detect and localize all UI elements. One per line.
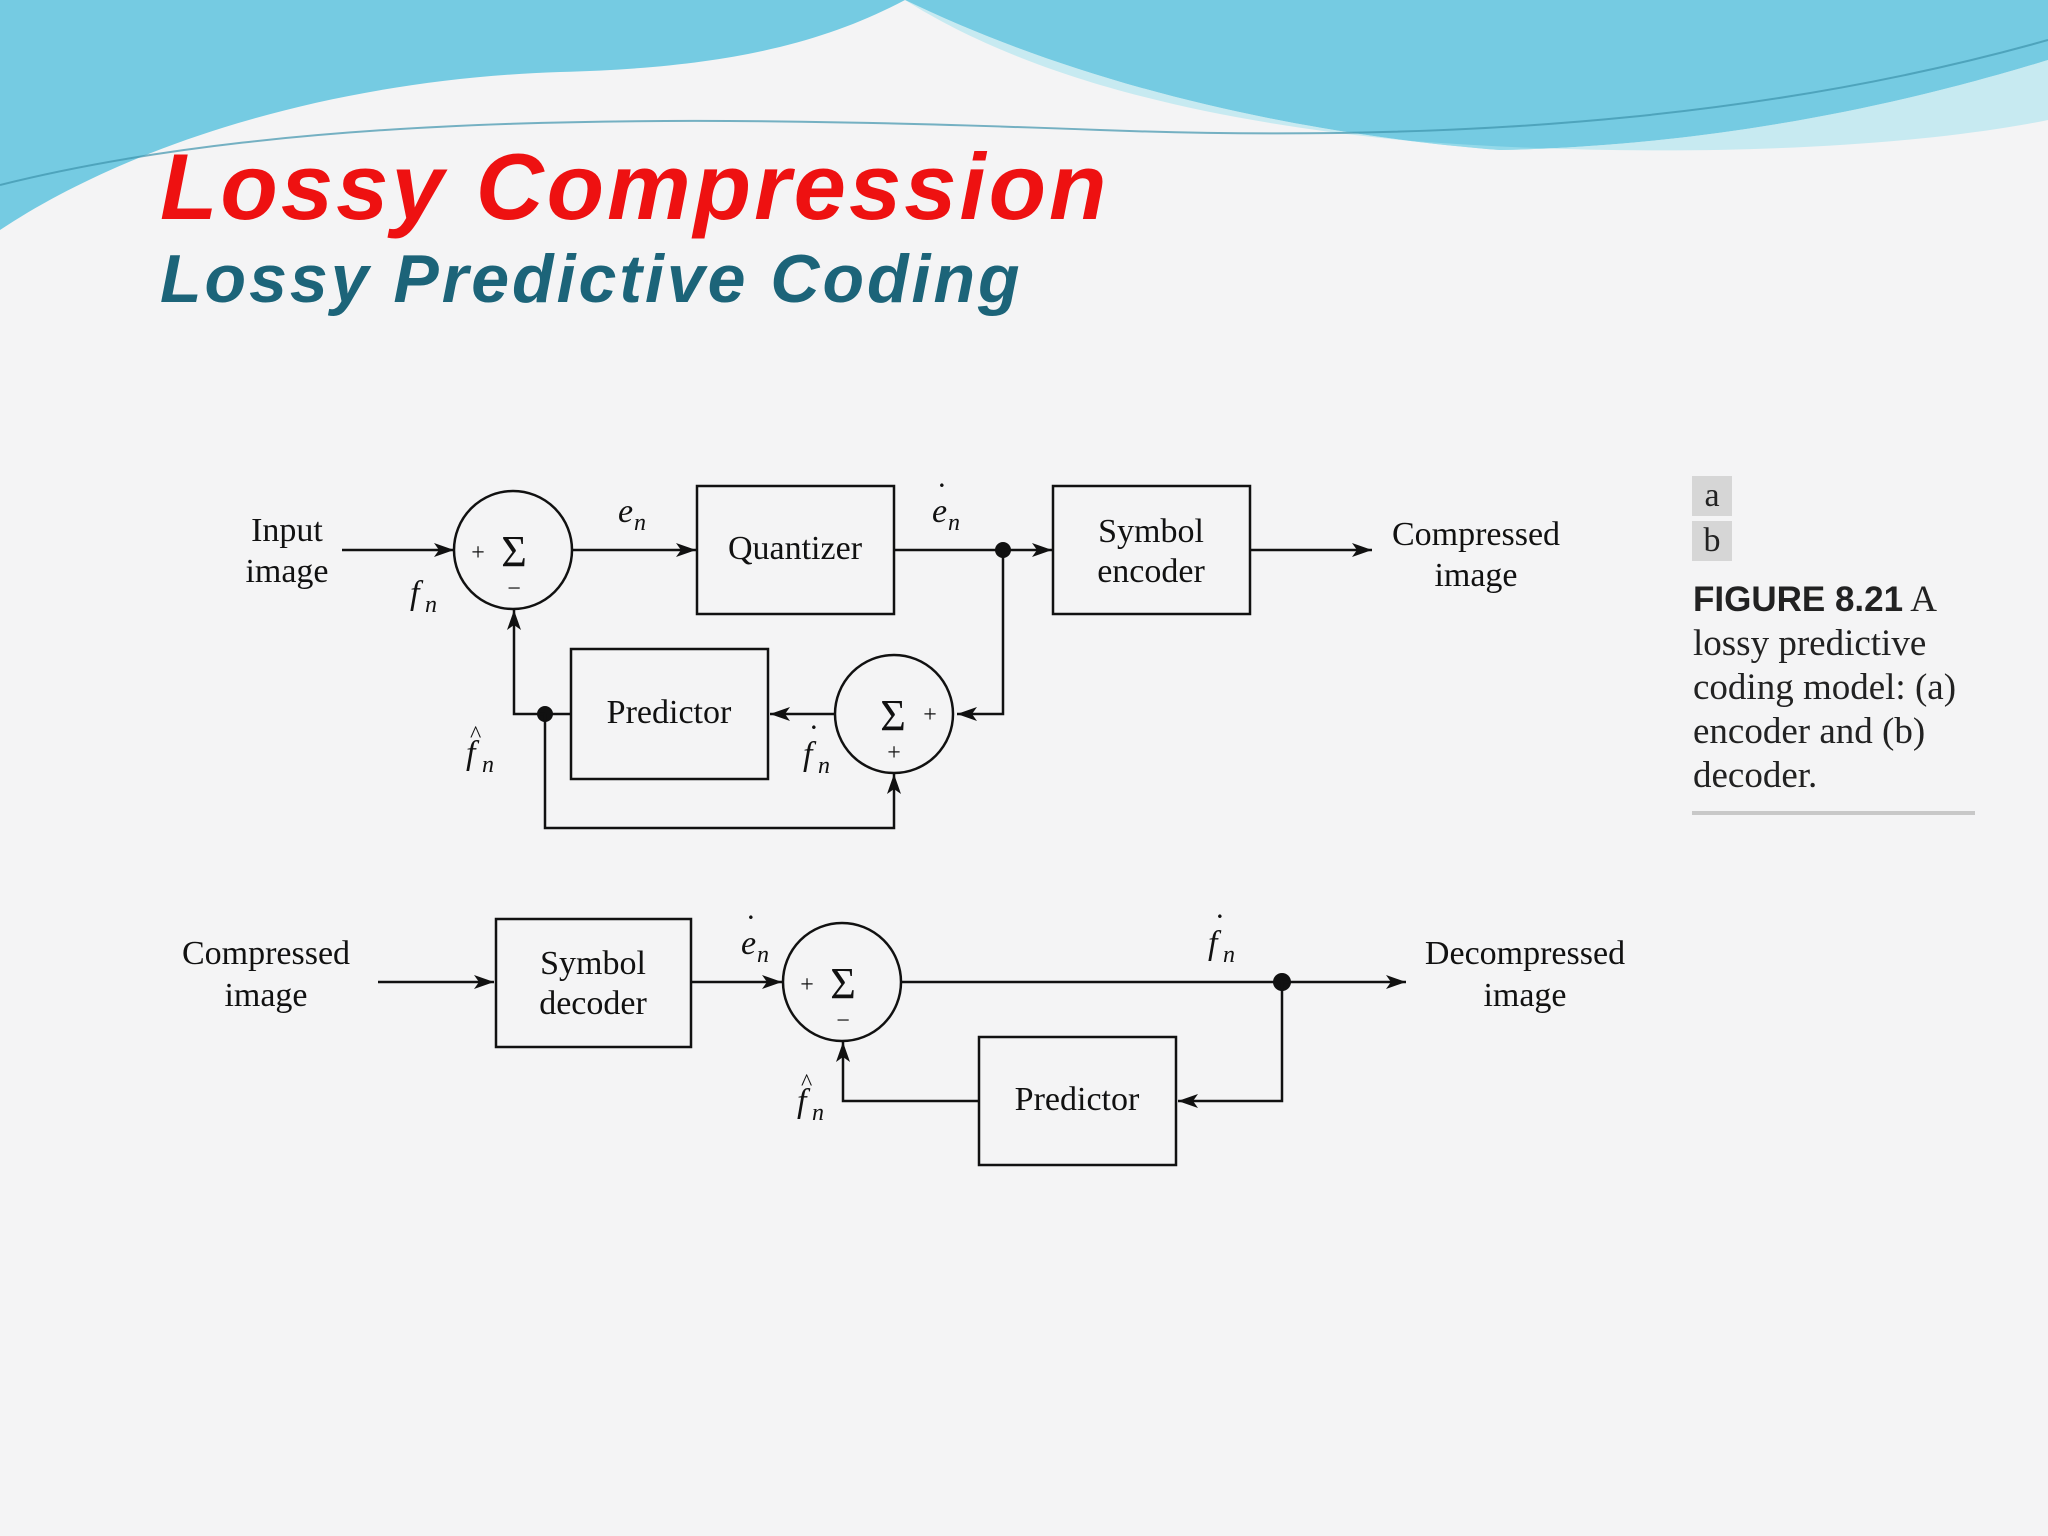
encoder-predictor-label: Predictor <box>607 694 732 731</box>
figure-caption-label: FIGURE 8.21 <box>1693 580 1904 619</box>
feedback-output-to-predictor <box>1178 982 1284 1108</box>
label-f-hat-mark-decoder: ^ <box>801 1070 812 1096</box>
minus-sign: − <box>507 576 521 602</box>
symbol-encoder-label: Symbol <box>1098 513 1204 550</box>
label-f-dot-mark-decoder: ˙ <box>1212 908 1223 945</box>
label-f-hat-n-encoder-sub: n <box>482 752 494 778</box>
label-f-dot-n-decoder-sub: n <box>1223 942 1235 968</box>
figure-caption: FIGURE 8.21 A lossy predictive coding mo… <box>1693 578 1993 798</box>
header-band-light <box>905 0 2048 151</box>
figure-caption-text: A lossy predictive coding model: (a) enc… <box>1693 579 1957 796</box>
label-e-dot-n-decoder-sub: n <box>757 942 769 968</box>
encoder-output-label: Compressed <box>1392 516 1560 553</box>
label-e-dot-mark: ˙ <box>934 477 945 514</box>
label-f-n-input-sub: n <box>425 592 437 618</box>
decoder-output-label-2: image <box>1483 977 1566 1014</box>
decoder-input-label-2: image <box>224 977 307 1014</box>
encoder-output-label-2: image <box>1434 557 1517 594</box>
label-e-dot-mark-decoder: ˙ <box>743 909 754 946</box>
label-e-dot-n-sub: n <box>948 510 960 536</box>
symbol-encoder-label-2: encoder <box>1097 553 1205 590</box>
symbol-decoder-block <box>494 917 693 1049</box>
arrow-prediction-to-adder <box>543 714 901 830</box>
slide-subtitle: Lossy Predictive Coding <box>160 241 1023 317</box>
symbol-encoder-block <box>1051 484 1252 616</box>
label-e-n-sub: n <box>634 510 646 536</box>
label-f-dot-n-encoder-sub: n <box>818 753 830 779</box>
label-f-n-input: f <box>410 575 424 612</box>
panel-tag-b: b <box>1692 521 1732 561</box>
decoder-diagram: Compressed image Symbol decoder e n ˙ Σ … <box>182 908 1625 1167</box>
adder-plus-bottom: + <box>887 740 901 766</box>
plus-sign: + <box>471 540 485 566</box>
slide-title: Lossy Compression <box>160 134 1110 239</box>
panel-tag-a: a <box>1692 476 1732 516</box>
header-wave-band <box>0 0 2048 230</box>
decoder-plus-sign: + <box>800 972 814 998</box>
label-f-hat-mark-encoder: ^ <box>470 722 481 748</box>
symbol-decoder-label: Symbol <box>540 945 646 982</box>
label-f-hat-n-decoder-sub: n <box>812 1100 824 1126</box>
decoder-sigma-symbol: Σ <box>830 959 856 1008</box>
caption-underline <box>1692 811 1975 815</box>
label-f-dot-mark-encoder: ˙ <box>806 719 817 756</box>
adder-plus-right: + <box>923 702 937 728</box>
encoder-input-label-2: image <box>245 553 328 590</box>
adder-sigma-symbol: Σ <box>880 691 906 740</box>
arrow-prediction-to-sum <box>507 610 545 716</box>
quantizer-label: Quantizer <box>728 530 863 567</box>
sigma-symbol: Σ <box>501 527 527 576</box>
feedback-node-to-adder <box>957 550 1005 721</box>
header-band-dark <box>0 0 2048 230</box>
label-e-dot-n-decoder: e <box>741 925 756 962</box>
label-e-n: e <box>618 493 633 530</box>
decoder-input-label: Compressed <box>182 935 350 972</box>
decoder-predictor-label: Predictor <box>1015 1081 1140 1118</box>
label-e-dot-n: e <box>932 493 947 530</box>
encoder-diagram: Input image f n Σ + − e n Quantizer e n … <box>245 477 1560 830</box>
decoder-minus-sign: − <box>836 1008 850 1034</box>
encoder-input-label: Input <box>251 512 323 549</box>
arrow-prediction-to-decoder-sum <box>836 1042 979 1103</box>
decoder-output-label: Decompressed <box>1425 935 1625 972</box>
symbol-decoder-label-2: decoder <box>539 985 647 1022</box>
header-thin-line <box>0 39 2048 186</box>
